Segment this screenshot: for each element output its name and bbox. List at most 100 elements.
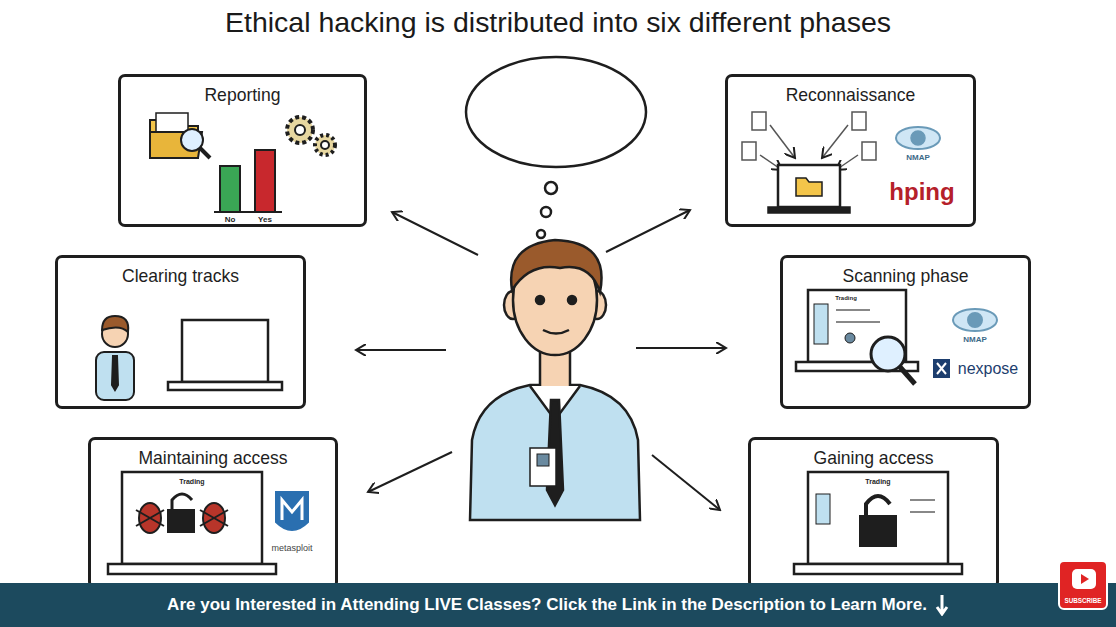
logo-label: No bbox=[225, 216, 236, 224]
person-figure-part bbox=[511, 240, 601, 292]
phase-box: Reconnaissance bbox=[725, 74, 976, 227]
center-arrows-part bbox=[636, 347, 726, 349]
scanning-icons-part bbox=[968, 313, 982, 327]
reconnaissance-icons-part bbox=[911, 131, 925, 145]
logo-label: NMAP bbox=[963, 336, 987, 344]
node-text: Are you Interested in Attending LIVE Cla… bbox=[167, 595, 927, 615]
logo-label: Trading bbox=[835, 295, 857, 301]
maintaining-access-icons-part bbox=[200, 510, 228, 526]
maintaining-access-icons bbox=[108, 472, 308, 574]
logo-label: NMAP bbox=[906, 154, 930, 162]
node-text: Reporting bbox=[121, 77, 364, 106]
person-figure-part bbox=[537, 454, 549, 466]
gaining-access-icons-part bbox=[866, 496, 890, 518]
person-figure-part bbox=[568, 296, 576, 304]
node-text: Gaining access bbox=[751, 440, 996, 469]
reconnaissance-icons-part bbox=[778, 165, 840, 207]
center-arrows-part bbox=[368, 452, 452, 492]
phase-box: Clearing tracks bbox=[55, 255, 306, 409]
gaining-access-icons bbox=[794, 472, 962, 574]
down-arrow bbox=[935, 594, 949, 616]
diagram-title: Ethical hacking is distributed into six … bbox=[0, 6, 1116, 39]
thought-bubble-part bbox=[545, 182, 557, 194]
down-arrow-path bbox=[937, 595, 947, 614]
center-arrows-part bbox=[652, 455, 720, 510]
center-arrows-part bbox=[606, 210, 690, 252]
phase-box: Gaining access bbox=[748, 437, 999, 589]
reporting-icons-part bbox=[295, 125, 305, 135]
clearing-tracks-icons bbox=[96, 316, 282, 400]
thought-bubble-part bbox=[541, 207, 551, 217]
subscribe-button: SUBSCRIBE bbox=[1058, 560, 1108, 610]
maintaining-access-icons-part bbox=[136, 510, 164, 526]
reporting-icons-part bbox=[287, 117, 313, 143]
node-text: Scanning phase bbox=[783, 258, 1028, 287]
reconnaissance-icons-part bbox=[770, 125, 795, 158]
maintaining-access-icons-part bbox=[282, 500, 302, 520]
scanning-icons-part bbox=[871, 337, 905, 371]
reconnaissance-icons-part bbox=[752, 112, 766, 130]
logo-label: Trading bbox=[865, 478, 890, 485]
logo-label: metasploit bbox=[271, 544, 312, 553]
maintaining-access-icons-part bbox=[200, 510, 228, 526]
logo-label: hping bbox=[889, 180, 954, 204]
reporting-icons-part bbox=[321, 141, 329, 149]
center-arrows bbox=[356, 210, 726, 510]
reporting-icons-part bbox=[315, 135, 335, 155]
scanning-icons-part bbox=[836, 309, 870, 311]
gaining-access-icons-part bbox=[794, 564, 962, 574]
reconnaissance-icons-part bbox=[822, 125, 848, 158]
reporting-icons-part bbox=[156, 113, 188, 133]
person-figure-part bbox=[536, 296, 544, 304]
play-icon-frame bbox=[1072, 569, 1096, 589]
reporting-icons-part bbox=[255, 150, 275, 212]
reconnaissance-icons-part bbox=[862, 142, 876, 160]
reconnaissance-icons-part bbox=[768, 207, 850, 213]
play-icon-triangle bbox=[1081, 574, 1089, 584]
center-arrows-part bbox=[356, 349, 446, 351]
center-arrows-part bbox=[392, 212, 478, 255]
clearing-tracks-icons-part bbox=[96, 352, 134, 400]
maintaining-access-icons-part bbox=[172, 494, 192, 510]
maintaining-access-icons-part bbox=[168, 510, 194, 532]
reporting-icons-part bbox=[220, 166, 240, 212]
scanning-icons-part bbox=[900, 367, 915, 384]
maintaining-access-icons-part bbox=[108, 564, 276, 574]
reporting-icons-part bbox=[200, 148, 210, 158]
reporting-icons bbox=[150, 113, 335, 212]
scanning-icons-part bbox=[937, 363, 946, 374]
scanning-icons-part bbox=[814, 304, 828, 344]
scanning-icons-part bbox=[836, 321, 880, 323]
logo-label: Trading bbox=[179, 478, 204, 485]
gaining-access-icons-part bbox=[910, 499, 935, 501]
person-figure-part bbox=[530, 448, 556, 486]
reconnaissance-icons-part bbox=[742, 142, 756, 160]
scanning-icons-part bbox=[934, 360, 949, 377]
node-text: Reconnaissance bbox=[728, 77, 973, 106]
reconnaissance-icons-part bbox=[896, 127, 940, 149]
thought-bubble bbox=[466, 57, 646, 238]
thought-bubble-part bbox=[466, 57, 646, 167]
maintaining-access-icons-part bbox=[136, 510, 164, 526]
phase-box: Reporting bbox=[118, 74, 367, 227]
maintaining-access-icons-part bbox=[276, 492, 308, 530]
person-figure bbox=[470, 240, 640, 520]
promo-banner: Are you Interested in Attending LIVE Cla… bbox=[0, 583, 1116, 627]
logo-label: nexpose bbox=[958, 361, 1019, 377]
reconnaissance-icons-part bbox=[852, 112, 866, 130]
person-figure-part bbox=[470, 385, 640, 520]
gaining-access-icons-part bbox=[860, 516, 896, 546]
node-text: Clearing tracks bbox=[58, 258, 303, 287]
maintaining-access-icons-part bbox=[122, 472, 262, 564]
thought-bubble-part bbox=[537, 230, 545, 238]
gaining-access-icons-part bbox=[808, 472, 948, 564]
node-text: SUBSCRIBE bbox=[1060, 597, 1106, 604]
clearing-tracks-icons-part bbox=[182, 320, 268, 382]
play-icon bbox=[1071, 568, 1097, 590]
gaining-access-icons-part bbox=[910, 511, 935, 513]
node-text: Maintaining access bbox=[91, 440, 335, 469]
reconnaissance-icons-part bbox=[796, 178, 822, 196]
logo-label: Yes bbox=[258, 216, 272, 224]
